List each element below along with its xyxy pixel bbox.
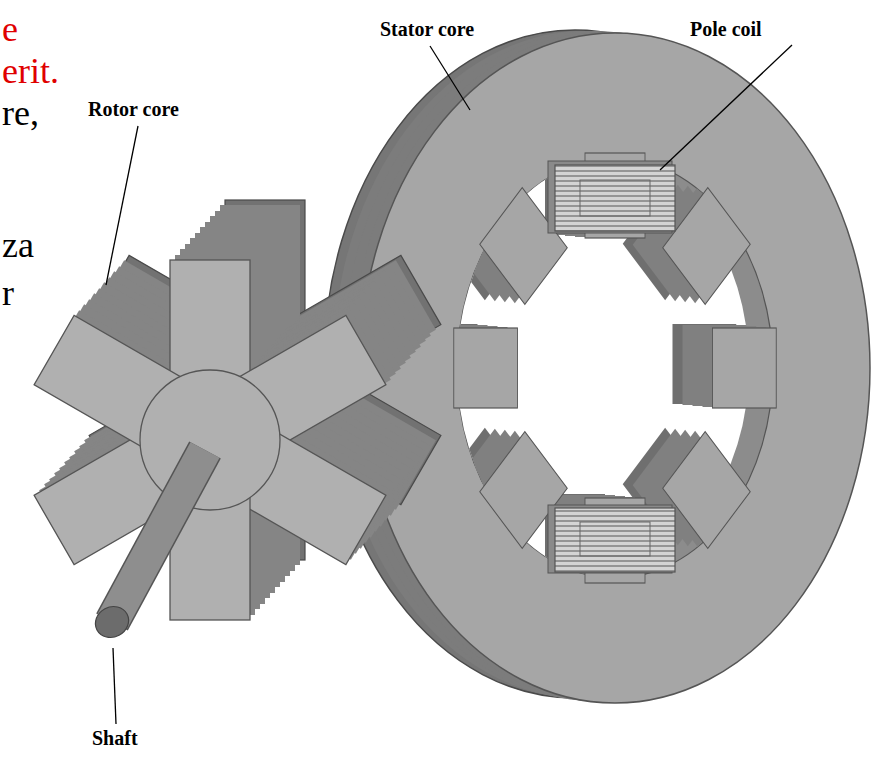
stator-core xyxy=(324,30,870,703)
shaft xyxy=(90,450,205,643)
part-label: Stator core xyxy=(380,18,474,40)
part-label: Shaft xyxy=(92,727,138,749)
part-label: Pole coil xyxy=(690,18,762,40)
text-fragment: e xyxy=(2,10,18,50)
rotor-core xyxy=(34,200,441,620)
text-fragment: r xyxy=(2,274,14,314)
part-label: Rotor core xyxy=(88,98,179,120)
pole-coil xyxy=(548,161,675,573)
text-fragment: za xyxy=(2,226,34,266)
text-fragment: erit. xyxy=(2,52,59,92)
text-fragment: re, xyxy=(2,94,39,134)
leader-lines xyxy=(106,45,792,724)
